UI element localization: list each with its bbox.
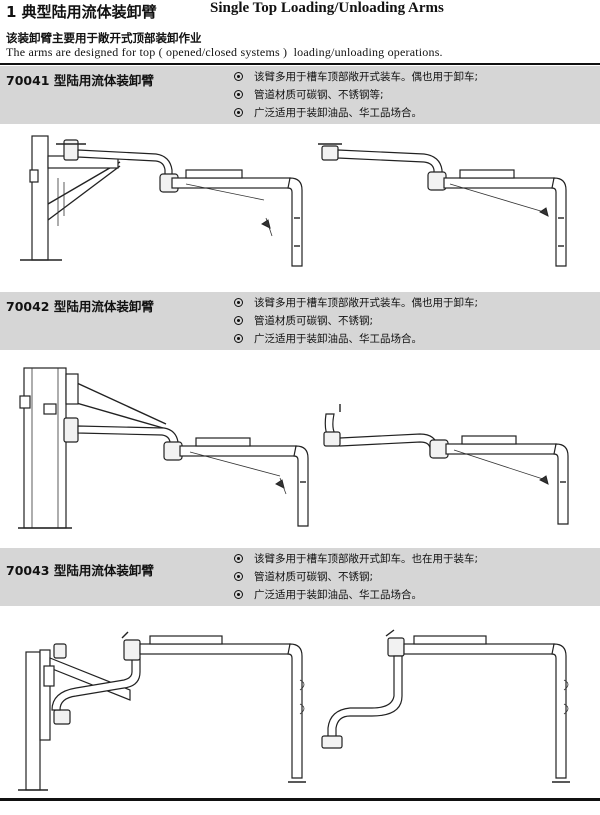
- pedestal-arm-drawing: [321, 629, 570, 783]
- arm-diagram-70042: [0, 354, 600, 534]
- feature-text: 该臂多用于槽车顶部敞开式卸车。也在用于装车;: [254, 553, 479, 565]
- bullet-icon: [234, 316, 243, 325]
- section-band-70041: 70041 型陆用流体装卸臂 该臂多用于槽车顶部敞开式装车。偶也用于卸车; 管道…: [0, 66, 600, 124]
- feature-text: 该臂多用于槽车顶部敞开式装车。偶也用于卸车;: [254, 297, 479, 309]
- page-subtitle-en: The arms are designed for top ( opened/c…: [6, 45, 443, 59]
- section-code: 70043 型陆用流体装卸臂: [6, 563, 154, 578]
- pedestal-arm-drawing: [323, 404, 569, 525]
- feature-text: 广泛适用于装卸油品、华工品场合。: [254, 589, 422, 601]
- feature-item: 广泛适用于装卸油品、华工品场合。: [232, 586, 478, 604]
- feature-item: 该臂多用于槽车顶部敞开式装车。偶也用于卸车;: [232, 294, 478, 312]
- section-code: 70041 型陆用流体装卸臂: [6, 73, 154, 88]
- column-arm-drawing: [18, 631, 306, 791]
- feature-item: 管道材质可碳钢、不锈钢;: [232, 568, 478, 586]
- feature-list: 该臂多用于槽车顶部敞开式卸车。也在用于装车; 管道材质可碳钢、不锈钢; 广泛适用…: [232, 550, 478, 604]
- page-title-cn: 1 典型陆用流体装卸臂: [6, 3, 157, 21]
- bullet-icon: [234, 108, 243, 117]
- feature-item: 管道材质可碳钢、不锈钢;: [232, 312, 478, 330]
- section-band-70043: 70043 型陆用流体装卸臂 该臂多用于槽车顶部敞开式卸车。也在用于装车; 管道…: [0, 548, 600, 606]
- bullet-icon: [234, 590, 243, 599]
- feature-text: 广泛适用于装卸油品、华工品场合。: [254, 107, 422, 119]
- feature-list: 该臂多用于槽车顶部敞开式装车。偶也用于卸车; 管道材质可碳钢、不锈钢; 广泛适用…: [232, 294, 478, 348]
- section-band-70042: 70042 型陆用流体装卸臂 该臂多用于槽车顶部敞开式装车。偶也用于卸车; 管道…: [0, 292, 600, 350]
- bullet-icon: [234, 72, 243, 81]
- bullet-icon: [234, 90, 243, 99]
- feature-text: 该臂多用于槽车顶部敞开式装车。偶也用于卸车;: [254, 71, 479, 83]
- bullet-icon: [234, 572, 243, 581]
- feature-text: 广泛适用于装卸油品、华工品场合。: [254, 333, 422, 345]
- arm-diagram-70041: [0, 126, 600, 288]
- frame-arm-drawing: [18, 367, 309, 529]
- bullet-icon: [234, 298, 243, 307]
- feature-text: 管道材质可碳钢、不锈钢;: [254, 571, 374, 583]
- unloading-arm-drawing: [18, 629, 570, 791]
- column-arm-drawing: [20, 135, 303, 267]
- feature-text: 管道材质可碳钢、不锈钢等;: [254, 89, 384, 101]
- page-title-en: Single Top Loading/Unloading Arms: [210, 0, 444, 16]
- feature-item: 广泛适用于装卸油品、华工品场合。: [232, 104, 478, 122]
- footer-rule: [0, 798, 600, 801]
- feature-item: 管道材质可碳钢、不锈钢等;: [232, 86, 478, 104]
- feature-item: 该臂多用于槽车顶部敞开式装车。偶也用于卸车;: [232, 68, 478, 86]
- feature-list: 该臂多用于槽车顶部敞开式装车。偶也用于卸车; 管道材质可碳钢、不锈钢等; 广泛适…: [232, 68, 478, 122]
- page-header: 1 典型陆用流体装卸臂 Single Top Loading/Unloading…: [0, 0, 600, 64]
- bullet-icon: [234, 334, 243, 343]
- pedestal-arm-drawing: [318, 143, 567, 267]
- arm-diagram-70043: [0, 618, 600, 794]
- feature-text: 管道材质可碳钢、不锈钢;: [254, 315, 374, 327]
- header-rule: [0, 63, 600, 65]
- feature-item: 该臂多用于槽车顶部敞开式卸车。也在用于装车;: [232, 550, 478, 568]
- page-subtitle-cn: 该装卸臂主要用于敞开式顶部装卸作业: [6, 31, 202, 45]
- loading-arm-drawing: [20, 135, 567, 267]
- feature-item: 广泛适用于装卸油品、华工品场合。: [232, 330, 478, 348]
- loading-arm-drawing: [18, 367, 569, 529]
- bullet-icon: [234, 554, 243, 563]
- section-code: 70042 型陆用流体装卸臂: [6, 299, 154, 314]
